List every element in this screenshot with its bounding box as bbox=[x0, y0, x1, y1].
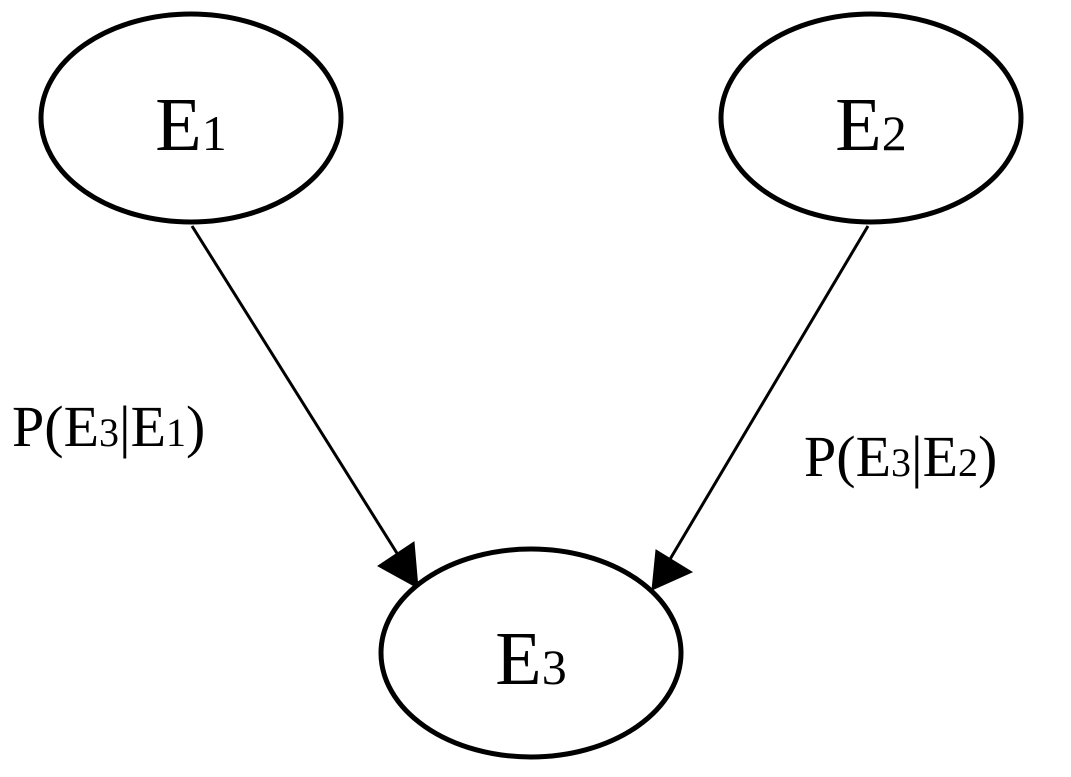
node-e2-ellipse bbox=[718, 11, 1024, 225]
node-e3-label: E3 bbox=[495, 617, 566, 701]
edge-e1-to-e3: P(E3|E1) bbox=[12, 225, 419, 589]
edge-e2-to-e3: P(E3|E2) bbox=[651, 225, 997, 591]
node-e1-label: E1 bbox=[155, 83, 226, 167]
arrowhead-icon bbox=[651, 549, 694, 591]
arrowhead-icon bbox=[377, 541, 419, 589]
node-e3: E3 bbox=[378, 546, 684, 760]
node-e3-ellipse bbox=[378, 546, 684, 760]
node-e1: E1 bbox=[38, 11, 344, 225]
edge-e2-to-e3-label: P(E3|E2) bbox=[804, 424, 997, 489]
node-e1-ellipse bbox=[38, 11, 344, 225]
edge-e1-to-e3-label: P(E3|E1) bbox=[12, 394, 205, 459]
edge-e1-to-e3-line bbox=[190, 225, 407, 567]
node-e2-label: E2 bbox=[835, 83, 906, 167]
edge-e2-to-e3-line bbox=[664, 225, 870, 567]
node-e2: E2 bbox=[718, 11, 1024, 225]
